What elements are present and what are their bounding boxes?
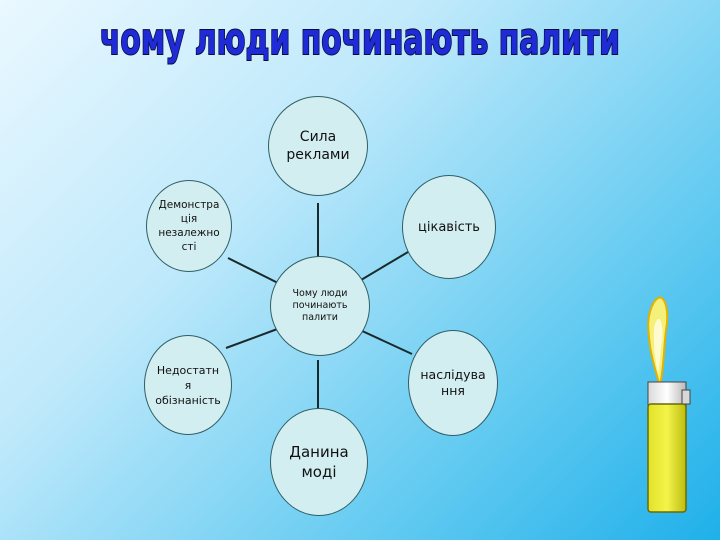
node-bottom: Данина моді xyxy=(270,408,368,516)
node-center-label: Чому люди починають палити xyxy=(292,288,348,323)
connector-lower-right xyxy=(359,329,413,355)
node-lower-left: Недостатн я обізнаність xyxy=(144,335,232,435)
page-title-text: чому люди починають палити xyxy=(100,14,620,65)
node-upper-left-label: Демонстра ція незалежно сті xyxy=(158,199,220,253)
node-lower-right: наслідува ння xyxy=(408,330,498,436)
node-lower-right-label: наслідува ння xyxy=(420,367,486,398)
node-upper-right: цікавість xyxy=(402,175,496,279)
connector-lower-left xyxy=(225,327,281,349)
connector-upper-left xyxy=(227,257,283,286)
lighter-cap xyxy=(647,381,687,407)
node-bottom-label: Данина моді xyxy=(289,443,349,481)
connector-upper-right xyxy=(355,251,409,284)
lighter-body xyxy=(647,403,687,513)
node-center: Чому люди починають палити xyxy=(270,256,370,356)
node-upper-left: Демонстра ція незалежно сті xyxy=(146,180,232,272)
node-top-label: Сила реклами xyxy=(286,129,350,163)
node-lower-left-label: Недостатн я обізнаність xyxy=(155,363,221,407)
lighter-illustration xyxy=(647,296,691,513)
node-upper-right-label: цікавість xyxy=(418,219,480,235)
page-title: чому люди починають палити xyxy=(99,13,621,66)
node-top: Сила реклами xyxy=(268,96,368,196)
